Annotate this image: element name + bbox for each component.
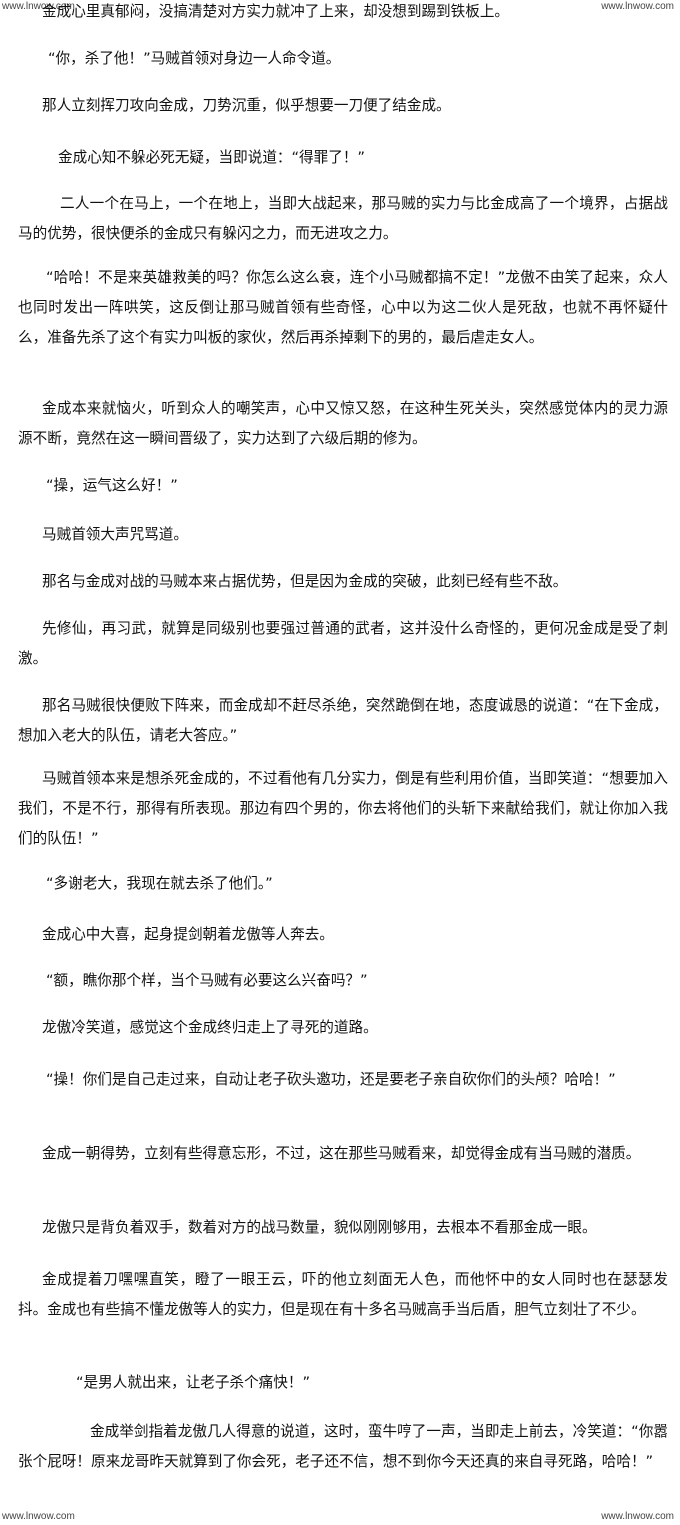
paragraph: 马贼首领大声咒骂道。 — [42, 526, 188, 543]
paragraph: 金成提着刀嘿嘿直笑，瞪了一眼王云，吓的他立刻面无人色，而他怀中的女人同时也在瑟瑟… — [18, 1271, 668, 1318]
watermark-top-left: www.lnwow.com — [2, 1, 75, 12]
paragraph: “你，杀了他！”马贼首领对身边一人命令道。 — [48, 50, 341, 67]
paragraph: “多谢老大，我现在就去杀了他们。” — [46, 875, 273, 892]
paragraph: 金成心里真郁闷，没搞清楚对方实力就冲了上来，却没想到踢到铁板上。 — [42, 3, 510, 20]
paragraph: 那名马贼很快便败下阵来，而金成却不赶尽杀绝，突然跪倒在地，态度诚恳的说道：“在下… — [18, 697, 668, 744]
paragraph: 金成本来就恼火，听到众人的嘲笑声，心中又惊又怒，在这种生死关头，突然感觉体内的灵… — [18, 400, 668, 447]
paragraph: 马贼首领本来是想杀死金成的，不过看他有几分实力，倒是有些利用价值，当即笑道：“想… — [18, 770, 668, 847]
watermark-top-right: www.lnwow.com — [601, 1, 674, 12]
paragraph: “操！你们是自己走过来，自动让老子砍头邀功，还是要老子亲自砍你们的头颅？哈哈！” — [46, 1071, 616, 1088]
paragraph: 那人立刻挥刀攻向金成，刀势沉重，似乎想要一刀便了结金成。 — [42, 97, 451, 114]
paragraph: “哈哈！不是来英雄救美的吗？你怎么这么衰，连个小马贼都搞不定！”龙傲不由笑了起来… — [18, 269, 668, 346]
paragraph: 龙傲冷笑道，感觉这个金成终归走上了寻死的道路。 — [42, 1019, 378, 1036]
paragraph: 金成心中大喜，起身提剑朝着龙傲等人奔去。 — [42, 926, 334, 943]
paragraph: 那名与金成对战的马贼本来占据优势，但是因为金成的突破，此刻已经有些不敌。 — [42, 573, 568, 590]
paragraph: 金成一朝得势，立刻有些得意忘形，不过，这在那些马贼看来，却觉得金成有当马贼的潜质… — [42, 1145, 641, 1162]
paragraph: “额，瞧你那个样，当个马贼有必要这么兴奋吗？” — [46, 972, 368, 989]
watermark-bottom-left: www.lnwow.com — [2, 1511, 75, 1522]
paragraph: 金成举剑指着龙傲几人得意的说道，这时，蛮牛哼了一声，当即走上前去，冷笑道：“你嚣… — [18, 1423, 668, 1470]
paragraph: 龙傲只是背负着双手，数着对方的战马数量，貌似刚刚够用，去根本不看那金成一眼。 — [42, 1219, 597, 1236]
paragraph: 二人一个在马上，一个在地上，当即大战起来，那马贼的实力与比金成高了一个境界，占据… — [18, 195, 668, 242]
paragraph: 金成心知不躲必死无疑，当即说道：“得罪了！” — [58, 149, 365, 166]
paragraph: 先修仙，再习武，就算是同级别也要强过普通的武者，这并没什么奇怪的，更何况金成是受… — [18, 620, 668, 667]
paragraph: “是男人就出来，让老子杀个痛快！” — [76, 1374, 311, 1391]
watermark-bottom-right: www.lnwow.com — [601, 1511, 674, 1522]
paragraph: “操，运气这么好！” — [46, 477, 178, 494]
